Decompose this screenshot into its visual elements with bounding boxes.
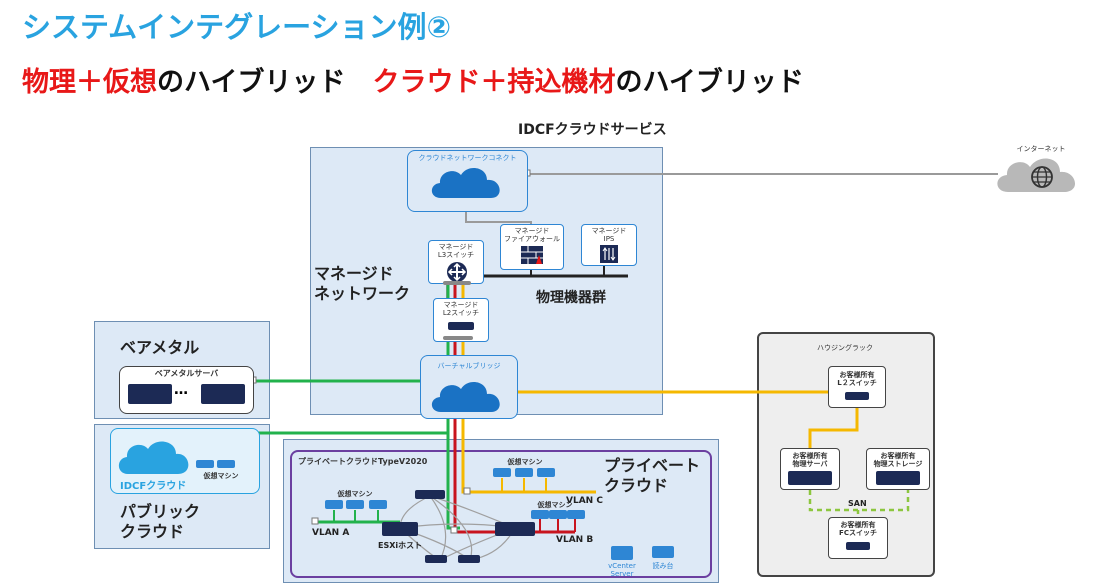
link-san [808, 490, 910, 512]
public-vm-2[interactable] [217, 460, 235, 468]
l2-port-panel [443, 336, 473, 340]
vm-group-c-label: 仮想マシン [507, 458, 543, 466]
customer-l2-icon [845, 392, 869, 400]
customer-server-label: お客様所有 物理サーバ [792, 452, 828, 468]
managed-l3-switch[interactable] [428, 240, 484, 284]
subtitle-part-2: のハイブリッド [157, 67, 373, 98]
physical-group-label: 物理機器群 [536, 290, 606, 306]
baremetal-server-1[interactable] [128, 384, 172, 404]
virtual-bridge-cloud-icon [431, 381, 500, 412]
customer-fc-switch[interactable] [828, 517, 888, 559]
vm-c-1[interactable] [493, 468, 511, 477]
internet-cloud-icon [997, 158, 1076, 192]
vm-b-3[interactable] [567, 510, 585, 519]
idcf-cloud-label: IDCFクラウド [120, 481, 187, 492]
esxi-host-label: ESXiホスト [378, 541, 423, 550]
customer-storage-icon [876, 471, 920, 485]
subtitle-part-4: のハイブリッド [615, 67, 804, 98]
vm-a-3[interactable] [369, 500, 387, 509]
private-switch-bottom-1[interactable] [425, 555, 447, 563]
vcenter-server[interactable] [611, 546, 633, 560]
cloud-network-connect-icon [431, 167, 500, 198]
san-label: SAN [848, 499, 867, 508]
vlan-a-label: VLAN A [312, 528, 350, 538]
vcenter-label: vCenter Server [608, 562, 636, 578]
vm-c-3[interactable] [537, 468, 555, 477]
page-subtitle: 物理＋仮想のハイブリッド クラウド＋持込機材のハイブリッド [22, 60, 804, 99]
managed-l3-label: マネージド L3スイッチ [437, 243, 475, 259]
readonly-host[interactable] [652, 546, 674, 558]
managed-l2-switch[interactable] [433, 298, 489, 342]
vm-b-1[interactable] [531, 510, 549, 519]
customer-l2-switch[interactable] [828, 366, 886, 408]
public-vm-1[interactable] [196, 460, 214, 468]
link-yellow-housing [463, 390, 859, 404]
cloud-network-connect-label: クラウドネットワークコネクト [418, 154, 517, 162]
readonly-label: 読み台 [652, 562, 674, 570]
idcf-cloud-icon [118, 441, 189, 474]
vlan-b-label: VLAN B [556, 535, 594, 545]
idcf-service-label: IDCFクラウドサービス [518, 122, 667, 138]
housing-title: ハウジングラック [817, 344, 873, 352]
vm-b-2[interactable] [549, 510, 567, 519]
baremetal-title: ベアメタル [120, 338, 200, 357]
public-vm-label: 仮想マシン [203, 472, 239, 480]
private-switch-bottom-2[interactable] [458, 555, 480, 563]
subtitle-part-3: クラウド＋持込機材 [372, 67, 616, 98]
baremetal-server-2[interactable] [201, 384, 245, 404]
private-cloud-title: プライベート クラウド [604, 456, 701, 495]
managed-network-label: マネージド ネットワーク [314, 264, 411, 303]
customer-l2-label: お客様所有 L２スイッチ [837, 371, 877, 387]
vm-a-2[interactable] [346, 500, 364, 509]
router-icon [447, 262, 467, 282]
esxi-host-2[interactable] [495, 522, 535, 536]
link-yellow-l2-server [808, 408, 859, 448]
virtual-bridge-label: バーチャルブリッジ [437, 362, 501, 370]
globe-icon [1031, 166, 1053, 188]
private-cloud-area-label: プライベートクラウドTypeV2020 [298, 457, 428, 466]
baremetal-server-label: ベアメタルサーバ [154, 369, 219, 378]
managed-ips-label: マネージド IPS [591, 227, 627, 243]
baremetal-dots: … [174, 382, 188, 398]
l3-port-panel [443, 281, 471, 285]
managed-firewall-label: マネージド ファイアウォール [504, 227, 560, 243]
customer-storage-label: お客様所有 物理ストレージ [873, 452, 923, 468]
customer-fc-icon [846, 542, 870, 550]
esxi-host-1[interactable] [382, 522, 418, 536]
private-switch-top[interactable] [415, 490, 445, 499]
firewall-icon [521, 246, 543, 264]
l2-switch-icon [448, 322, 474, 330]
subtitle-part-1: 物理＋仮想 [22, 67, 157, 98]
managed-l2-label: マネージド L2スイッチ [442, 301, 480, 317]
vm-c-2[interactable] [515, 468, 533, 477]
customer-fc-label: お客様所有 FCスイッチ [839, 521, 877, 537]
internet-label: インターネット [1016, 145, 1066, 153]
vlan-c-label: VLAN C [566, 496, 603, 506]
page-title: システムインテグレーション例② [22, 10, 452, 44]
vm-group-a-label: 仮想マシン [337, 490, 373, 498]
vm-a-1[interactable] [325, 500, 343, 509]
public-cloud-title: パブリック クラウド [120, 502, 201, 541]
vm-group-b-label: 仮想マシン [537, 501, 573, 509]
ips-icon [600, 245, 618, 263]
customer-server-icon [788, 471, 832, 485]
